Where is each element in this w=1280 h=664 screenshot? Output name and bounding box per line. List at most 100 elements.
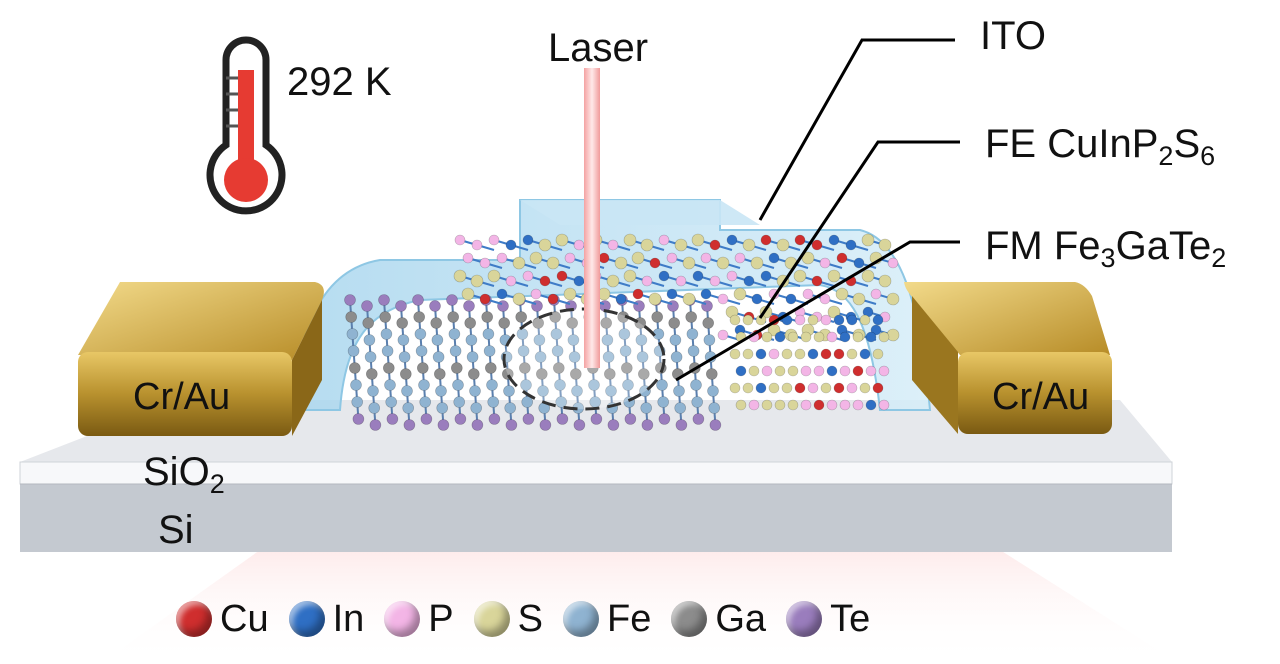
atom <box>533 334 546 346</box>
atom <box>865 399 877 411</box>
atom <box>685 311 698 323</box>
atom <box>470 402 483 414</box>
atom <box>760 234 772 246</box>
atom <box>833 382 845 394</box>
atom <box>382 362 395 374</box>
atom <box>853 257 865 269</box>
atom <box>397 334 410 346</box>
atom <box>431 334 444 346</box>
fe-lattice <box>453 233 900 411</box>
fe-label-sub2: 6 <box>1200 141 1216 171</box>
legend-label: Cu <box>220 598 269 640</box>
atom <box>811 239 823 251</box>
atom <box>435 385 447 397</box>
atom <box>483 345 496 357</box>
atom <box>675 275 687 287</box>
atom <box>453 396 466 408</box>
legend-item-in: In <box>288 598 365 640</box>
atom <box>641 275 653 287</box>
atom <box>852 399 864 411</box>
atom <box>606 274 620 288</box>
atom <box>530 288 542 300</box>
atom <box>624 413 637 425</box>
atom <box>682 256 696 270</box>
atom <box>537 385 549 397</box>
atom <box>827 269 841 283</box>
atom <box>717 293 729 305</box>
atom <box>666 288 678 300</box>
atom <box>482 328 495 340</box>
atom <box>487 269 501 283</box>
atom <box>768 382 780 394</box>
atom <box>363 334 376 346</box>
atom <box>820 382 832 394</box>
atom <box>479 257 491 269</box>
legend-label: S <box>517 598 543 640</box>
atom <box>466 351 479 363</box>
atom <box>640 238 654 252</box>
atom <box>607 419 620 431</box>
atom <box>399 368 412 380</box>
atom <box>464 317 477 329</box>
atom <box>532 317 545 329</box>
atom <box>861 269 875 283</box>
atom <box>379 311 392 323</box>
legend-label: In <box>332 598 365 640</box>
atom <box>800 365 812 377</box>
fe-leader-line <box>758 140 960 319</box>
atom <box>691 396 704 408</box>
atom <box>402 402 415 414</box>
atom <box>733 287 747 301</box>
atom <box>781 382 793 394</box>
atom <box>436 402 449 414</box>
atom <box>465 334 478 346</box>
atom <box>827 305 841 319</box>
atom <box>750 256 764 270</box>
atom <box>640 402 653 414</box>
atom <box>726 270 738 282</box>
atom <box>547 293 559 305</box>
atom <box>563 287 577 301</box>
atom <box>522 270 534 282</box>
atom <box>648 292 662 306</box>
atom <box>463 300 475 312</box>
atom <box>846 382 858 394</box>
atom <box>794 348 806 360</box>
atom <box>348 362 361 374</box>
atom <box>641 419 654 431</box>
atom <box>729 348 741 360</box>
atom <box>726 234 738 246</box>
atom <box>870 288 882 300</box>
atom <box>414 328 427 340</box>
laser-beam <box>584 68 600 368</box>
atom <box>556 270 568 282</box>
atom <box>521 396 534 408</box>
legend-swatch-ga <box>671 601 708 637</box>
atom <box>412 294 424 306</box>
atom <box>886 292 900 306</box>
atom <box>415 345 428 357</box>
atom <box>347 345 360 357</box>
atom <box>691 233 705 247</box>
fm-leader-line <box>675 240 960 382</box>
atom <box>673 385 685 397</box>
atom <box>504 402 517 414</box>
legend-label: P <box>428 598 454 640</box>
atom <box>649 257 661 269</box>
atom <box>768 252 780 264</box>
right-pad-label: Cr/Au <box>992 376 1090 418</box>
atom <box>826 365 838 377</box>
atom <box>794 382 806 394</box>
atom <box>588 379 600 391</box>
atom <box>709 239 721 251</box>
atom <box>556 413 569 425</box>
atom <box>385 396 398 408</box>
floor-reflection <box>100 550 1180 664</box>
atom <box>614 256 628 270</box>
atom <box>416 362 429 374</box>
atom <box>505 239 517 251</box>
atom <box>534 351 547 363</box>
atom <box>852 331 864 343</box>
legend-item-s: S <box>473 598 543 640</box>
